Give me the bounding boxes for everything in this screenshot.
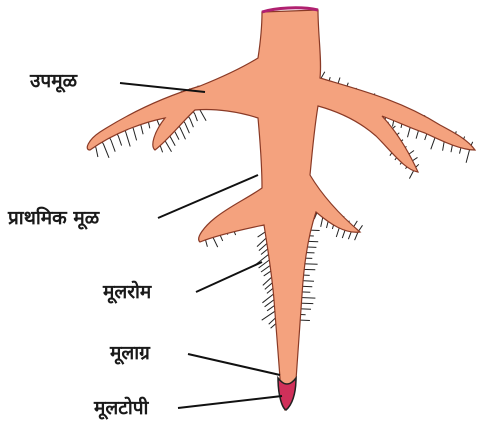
root-hair <box>133 128 137 140</box>
label-root-hairs: मूलरोम <box>103 283 151 302</box>
root-hair <box>111 140 115 152</box>
leader-lateral-root <box>120 83 205 92</box>
root-hair <box>96 148 98 157</box>
root-hair <box>190 119 193 127</box>
leader-root-tip <box>188 354 280 375</box>
root-hair <box>185 123 189 133</box>
root-hair <box>165 141 172 152</box>
label-root-cap: मूलटोपी <box>94 399 148 418</box>
root-hair <box>118 136 121 146</box>
root-hair <box>355 232 358 240</box>
label-lateral-root: उपमूळ <box>30 72 77 91</box>
root-hair <box>200 110 206 121</box>
root-hair <box>141 124 144 134</box>
label-primary-root: प्राथमिक मूळ <box>8 209 99 228</box>
root-hair <box>195 114 197 121</box>
leader-root-hairs <box>196 262 262 292</box>
root-hair <box>175 132 179 140</box>
root-hair <box>126 132 131 147</box>
label-root-tip: मूलाग्र <box>110 344 150 363</box>
leader-root-cap <box>178 396 282 408</box>
root-hair <box>180 128 186 140</box>
root-hair <box>170 136 175 146</box>
root-hair <box>103 144 109 158</box>
root-hair <box>466 148 470 163</box>
